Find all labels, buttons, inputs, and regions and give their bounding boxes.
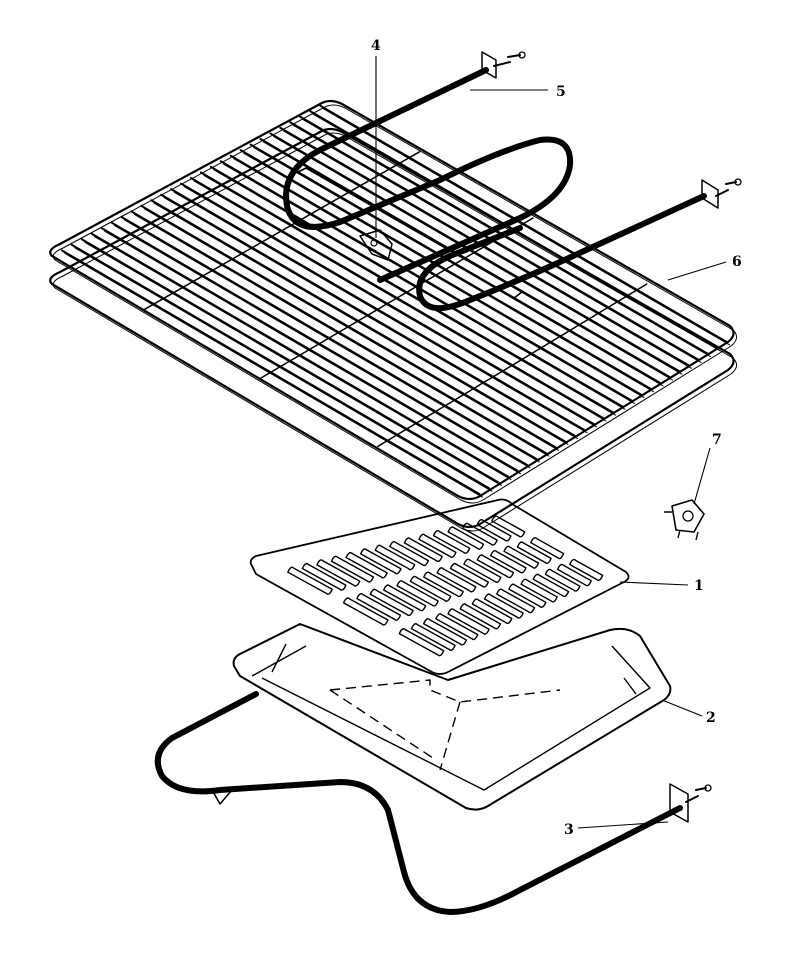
rack-cross-rail	[143, 151, 421, 311]
insert-slot	[436, 567, 477, 593]
callout-labels: 1 2 3 4 5 6 7	[371, 38, 742, 838]
insert-slot	[569, 558, 604, 581]
leader-2	[661, 699, 703, 717]
insert-slot	[544, 568, 581, 592]
rack-cross-rail	[260, 217, 534, 379]
insert-slot	[422, 618, 468, 646]
rack-frame	[49, 99, 735, 501]
insert-slot	[423, 571, 464, 598]
insert-slot	[490, 550, 527, 574]
element-bracket-upper	[481, 51, 497, 79]
callout-5: 5	[556, 84, 566, 100]
callout-3: 3	[564, 822, 574, 838]
callout-4: 4	[371, 38, 381, 54]
insert-slot	[389, 540, 430, 567]
element-bracket-right	[701, 179, 719, 209]
insert-slot	[462, 522, 498, 546]
insert-slot	[491, 515, 526, 538]
leader-6	[667, 261, 727, 281]
grill-pan	[232, 623, 672, 811]
insert-slot	[503, 545, 540, 569]
insert-slot	[520, 578, 558, 603]
leader-3	[577, 821, 669, 829]
insert-slot	[359, 548, 402, 575]
callout-7: 7	[712, 432, 722, 448]
insert-slot	[483, 593, 524, 619]
insert-slot	[447, 608, 490, 635]
insert-slot	[418, 533, 457, 558]
insert-slot	[345, 551, 388, 579]
leader-7	[693, 447, 711, 505]
insert-slot	[435, 613, 479, 641]
insert-slot	[516, 541, 552, 564]
insert-slot	[463, 558, 502, 583]
insert-slot	[287, 566, 333, 595]
callout-2: 2	[706, 710, 716, 726]
oven-rack	[49, 99, 737, 532]
insert-slot	[383, 584, 427, 612]
insert-slot	[403, 537, 443, 563]
insert-slot	[476, 519, 512, 542]
insert-slot	[459, 603, 502, 630]
thermostat-fitting	[664, 499, 705, 541]
element-clip	[359, 229, 393, 261]
insert-slot	[449, 562, 490, 588]
rack-cross-rail	[377, 283, 648, 448]
grill-pan-insert	[249, 498, 630, 675]
insert-slot	[508, 583, 547, 608]
insert-slot	[530, 537, 565, 560]
insert-slot	[396, 580, 439, 607]
lower-element-bracket	[669, 783, 689, 823]
insert-slot	[374, 544, 416, 571]
insert-slot	[398, 628, 445, 657]
insert-slot	[496, 588, 536, 614]
callout-6: 6	[732, 254, 742, 270]
element-tube-2	[416, 193, 707, 311]
leader-lines	[375, 56, 727, 829]
insert-slot	[532, 573, 570, 598]
lower-heating-element	[154, 691, 712, 915]
insert-slot	[447, 526, 485, 550]
insert-slot	[432, 530, 471, 554]
insert-slot	[316, 559, 361, 587]
insert-slot	[476, 554, 515, 579]
insert-slot	[369, 588, 414, 617]
insert-slot	[356, 593, 402, 621]
insert-slot	[409, 575, 452, 602]
insert-slot	[330, 555, 375, 583]
element-support-bar	[297, 167, 523, 299]
element-tube-1	[283, 67, 574, 283]
callout-1: 1	[694, 578, 704, 594]
insert-slot	[556, 563, 592, 587]
insert-slot	[301, 562, 347, 591]
insert-slot	[342, 597, 389, 626]
insert-slot	[471, 598, 513, 625]
grill-element-top	[283, 51, 742, 311]
insert-slot	[410, 623, 456, 651]
leader-1	[619, 581, 689, 586]
